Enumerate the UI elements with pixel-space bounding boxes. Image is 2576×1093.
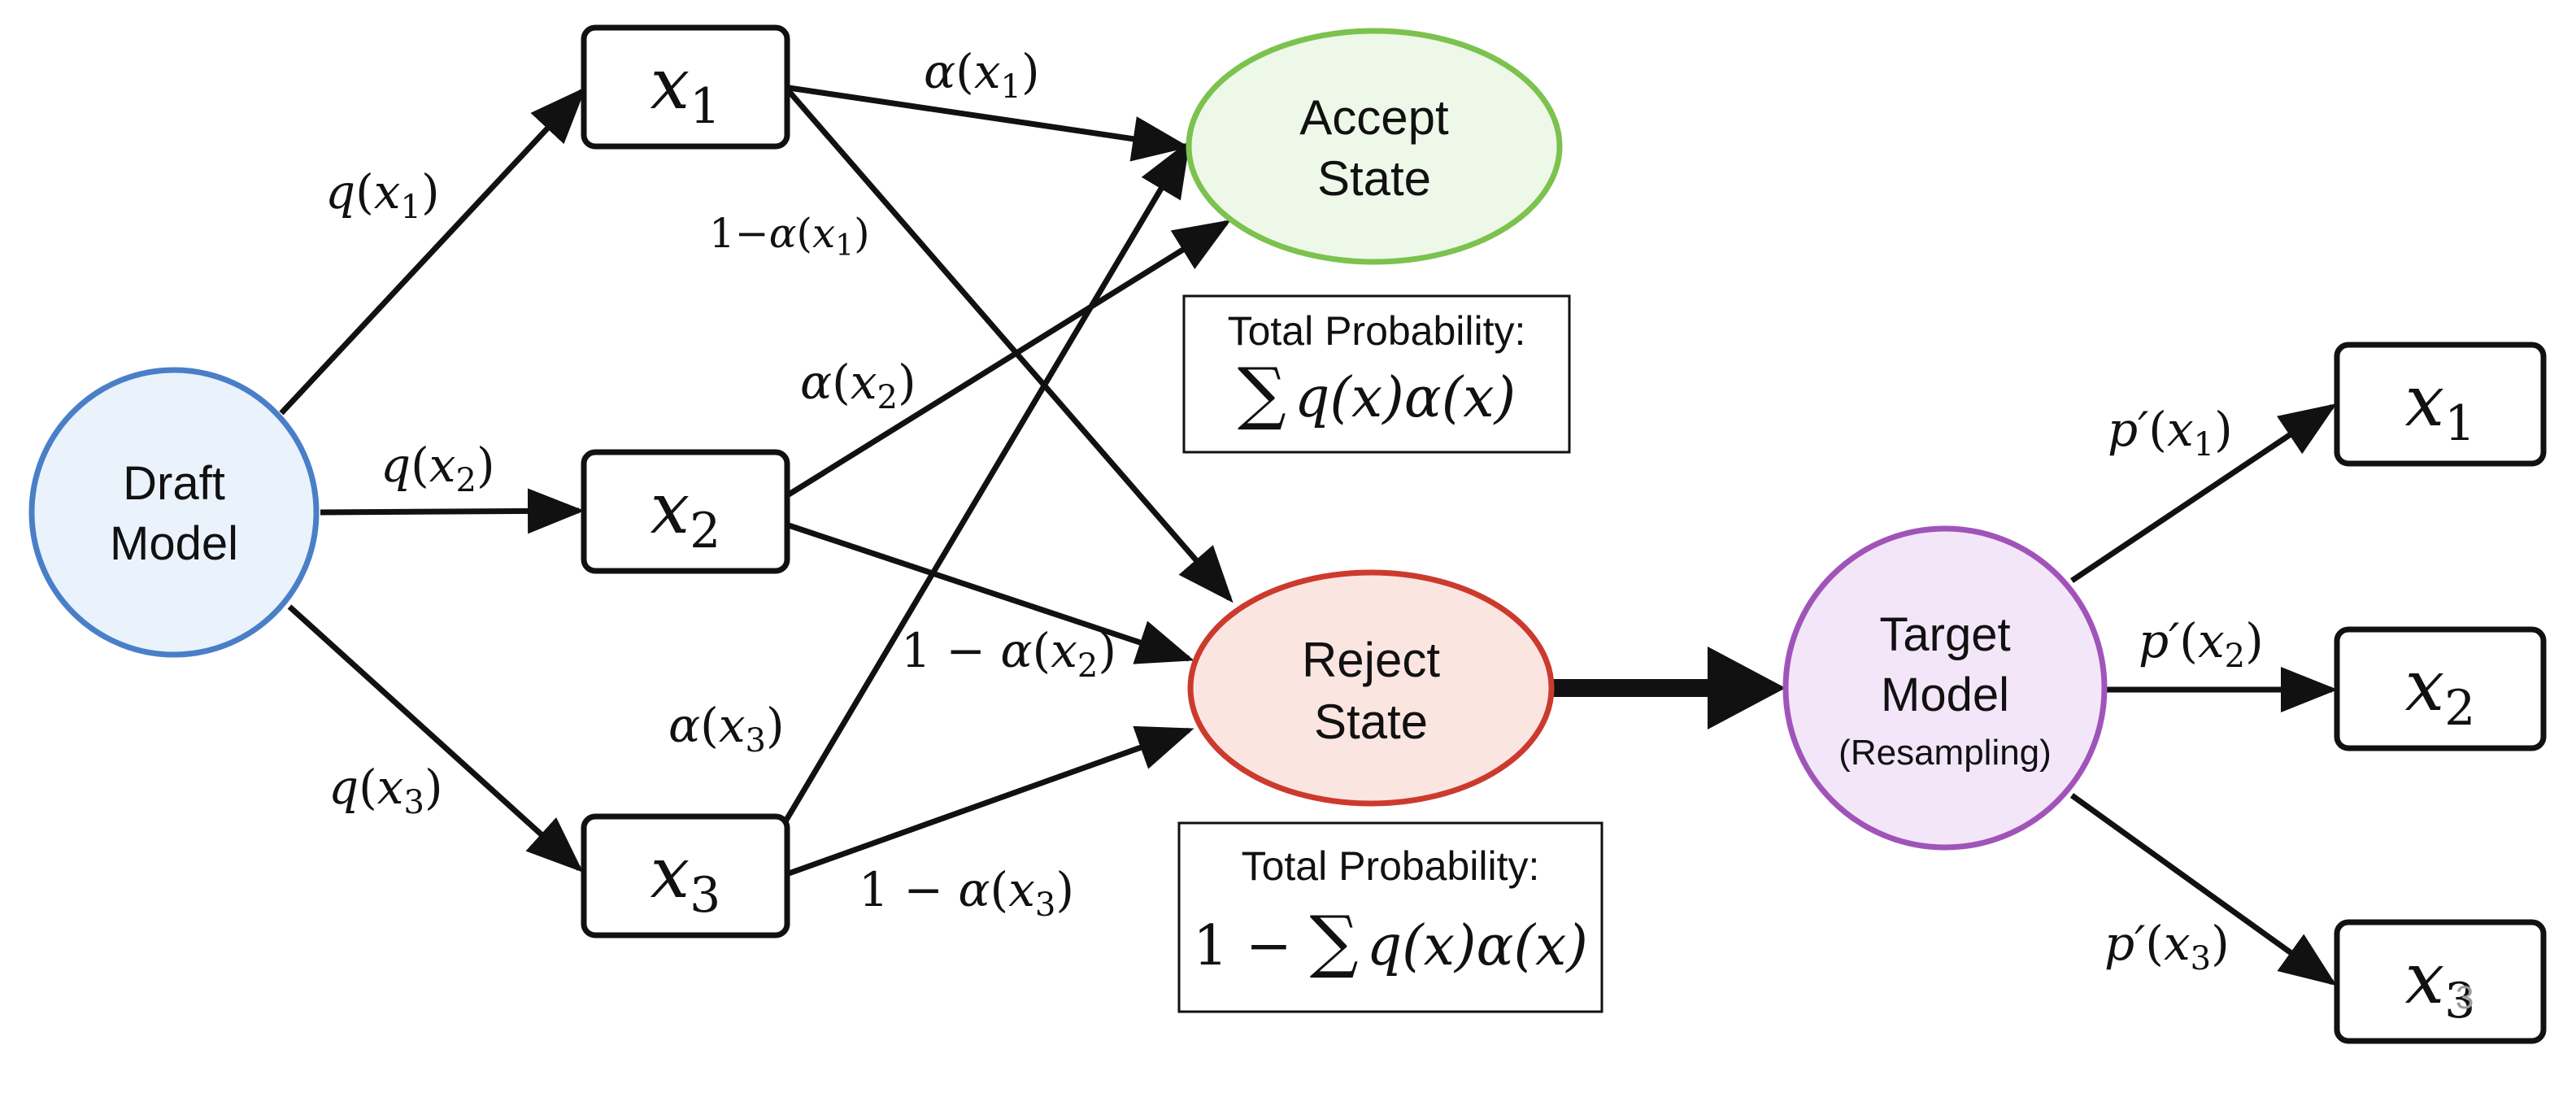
token-label-x3: x3: [651, 833, 721, 924]
output-node-x1: x1: [2334, 342, 2547, 467]
target-model-circle: [1782, 525, 2108, 851]
token-label-x1: x1: [651, 44, 721, 135]
token-node-x3: x3: [581, 813, 790, 938]
edge-draft-x1: [279, 86, 586, 416]
reject-total-frame: [1177, 821, 1603, 1013]
edge-label-p-x3: p′(x3): [2104, 916, 2230, 978]
edge-label-alpha-x2: α(x2): [800, 355, 916, 416]
edge-reject-target: [1553, 647, 1786, 729]
reject-state-ellipse: [1187, 569, 1555, 807]
edge-target-x3: [2069, 793, 2337, 986]
accept-state-label-line1: Accept: [1299, 90, 1449, 145]
edge-label-reject-x1: 1−α(x1): [709, 210, 870, 263]
edge-x2-reject: [787, 522, 1194, 664]
token-node-x1: x1: [581, 24, 790, 150]
output-box-x2: [2334, 626, 2547, 751]
edge-label-reject-x3: 1 − α(x3): [859, 862, 1074, 924]
reject-state-node: Reject State: [1187, 569, 1555, 807]
token-node-x2: x2: [581, 449, 790, 574]
edge-x2-accept: [787, 220, 1231, 497]
token-box-x1: [581, 24, 790, 150]
accept-state-node: Accept State: [1186, 28, 1563, 265]
target-model-label-line3: (Resampling): [1838, 733, 2052, 773]
edge-label-reject-x2: 1 − α(x2): [901, 623, 1116, 685]
draft-model-label-line1: Draft: [123, 457, 225, 510]
target-model-label-line2: Model: [1881, 668, 2009, 721]
edge-draft-x3: [287, 604, 584, 873]
accept-total-probability-box: Total Probability: ∑q(x)α(x): [1182, 294, 1571, 454]
output-label-x3: x3: [2405, 938, 2476, 1030]
accept-state-label-line2: State: [1317, 151, 1431, 206]
token-box-x2: [581, 449, 790, 574]
edge-label-q-x3: q(x3): [329, 760, 443, 821]
accept-total-formula: ∑q(x)α(x): [1238, 353, 1516, 433]
target-model-label-line1: Target: [1879, 608, 2010, 661]
edge-label-p-x1: p′(x1): [2108, 402, 2233, 464]
edge-label-alpha-x3: α(x3): [668, 698, 785, 760]
edge-x1-reject: [786, 89, 1234, 603]
edge-x3-reject: [787, 725, 1194, 877]
output-box-x3: [2334, 919, 2547, 1044]
reject-total-title: Total Probability:: [1242, 843, 1540, 889]
edge-labels: q(x1) q(x2) q(x3) α(x1) α(x2) α(x3) 1−α(…: [325, 44, 2264, 978]
edge-label-q-x1: q(x1): [325, 164, 440, 226]
reject-total-formula: 1 − ∑q(x)α(x): [1193, 901, 1588, 981]
edge-label-q-x2: q(x2): [381, 438, 495, 499]
edge-label-p-x2: p′(x2): [2139, 613, 2264, 675]
thick-arrow-head: [1708, 647, 1786, 729]
output-label-x2: x2: [2405, 646, 2476, 737]
edge-x1-accept: [788, 85, 1190, 162]
reject-total-probability-box: Total Probability: 1 − ∑q(x)α(x): [1177, 821, 1603, 1013]
edge-label-alpha-x1: α(x1): [924, 44, 1040, 106]
token-label-x2: x2: [651, 468, 721, 560]
edge-x3-accept: [782, 139, 1190, 823]
page-number-watermark: 3: [2456, 980, 2474, 1016]
token-box-x3: [581, 813, 790, 938]
edge-draft-x2: [320, 488, 585, 534]
output-label-x1: x1: [2405, 361, 2476, 452]
edges: [279, 85, 2338, 986]
thick-arrow-shaft: [1553, 679, 1716, 697]
reject-state-label-line1: Reject: [1302, 633, 1440, 687]
target-model-node: Target Model (Resampling): [1782, 525, 2108, 851]
draft-model-node: Draft Model: [28, 367, 320, 658]
output-node-x2: x2: [2334, 626, 2547, 751]
accept-total-frame: [1182, 294, 1571, 454]
accept-total-title: Total Probability:: [1228, 308, 1526, 354]
accept-state-ellipse: [1186, 28, 1563, 265]
output-box-x1: [2334, 342, 2547, 467]
reject-state-label-line2: State: [1314, 695, 1428, 749]
draft-model-label-line2: Model: [110, 517, 238, 570]
output-node-x3: x3: [2334, 919, 2547, 1044]
draft-model-circle: [28, 367, 320, 658]
edge-target-x1: [2070, 403, 2337, 583]
